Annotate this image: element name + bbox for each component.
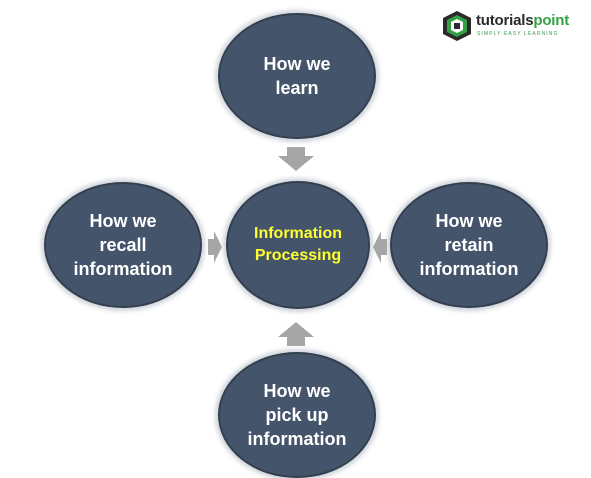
node-how-we-pick-up: How we pick up information (218, 352, 376, 478)
node-label: How we learn (263, 54, 331, 98)
node-label: How we pick up information (247, 381, 347, 449)
node-how-we-retain: How we retain information (390, 182, 548, 308)
node-center-label: Information Processing (254, 225, 342, 264)
node-label: How we retain information (419, 211, 519, 279)
node-information-processing: Information Processing (226, 181, 370, 309)
arrow-up-icon (278, 322, 314, 346)
tutorialspoint-logo: tutorialspoint SIMPLY EASY LEARNING (442, 8, 587, 46)
logo-wordmark: tutorialspoint (476, 12, 569, 29)
logo-wordmark-part1: tutorials (476, 12, 534, 29)
node-how-we-recall: How we recall information (44, 182, 202, 308)
node-label: How we recall information (73, 211, 173, 279)
logo-tagline: SIMPLY EASY LEARNING (477, 31, 559, 37)
arrow-left-icon (373, 231, 387, 263)
arrow-right-icon (208, 231, 222, 263)
node-how-we-learn: How we learn (218, 13, 376, 139)
logo-mark-icon (443, 11, 471, 41)
logo-wordmark-part2: point (533, 12, 570, 29)
arrow-down-icon (278, 147, 314, 171)
